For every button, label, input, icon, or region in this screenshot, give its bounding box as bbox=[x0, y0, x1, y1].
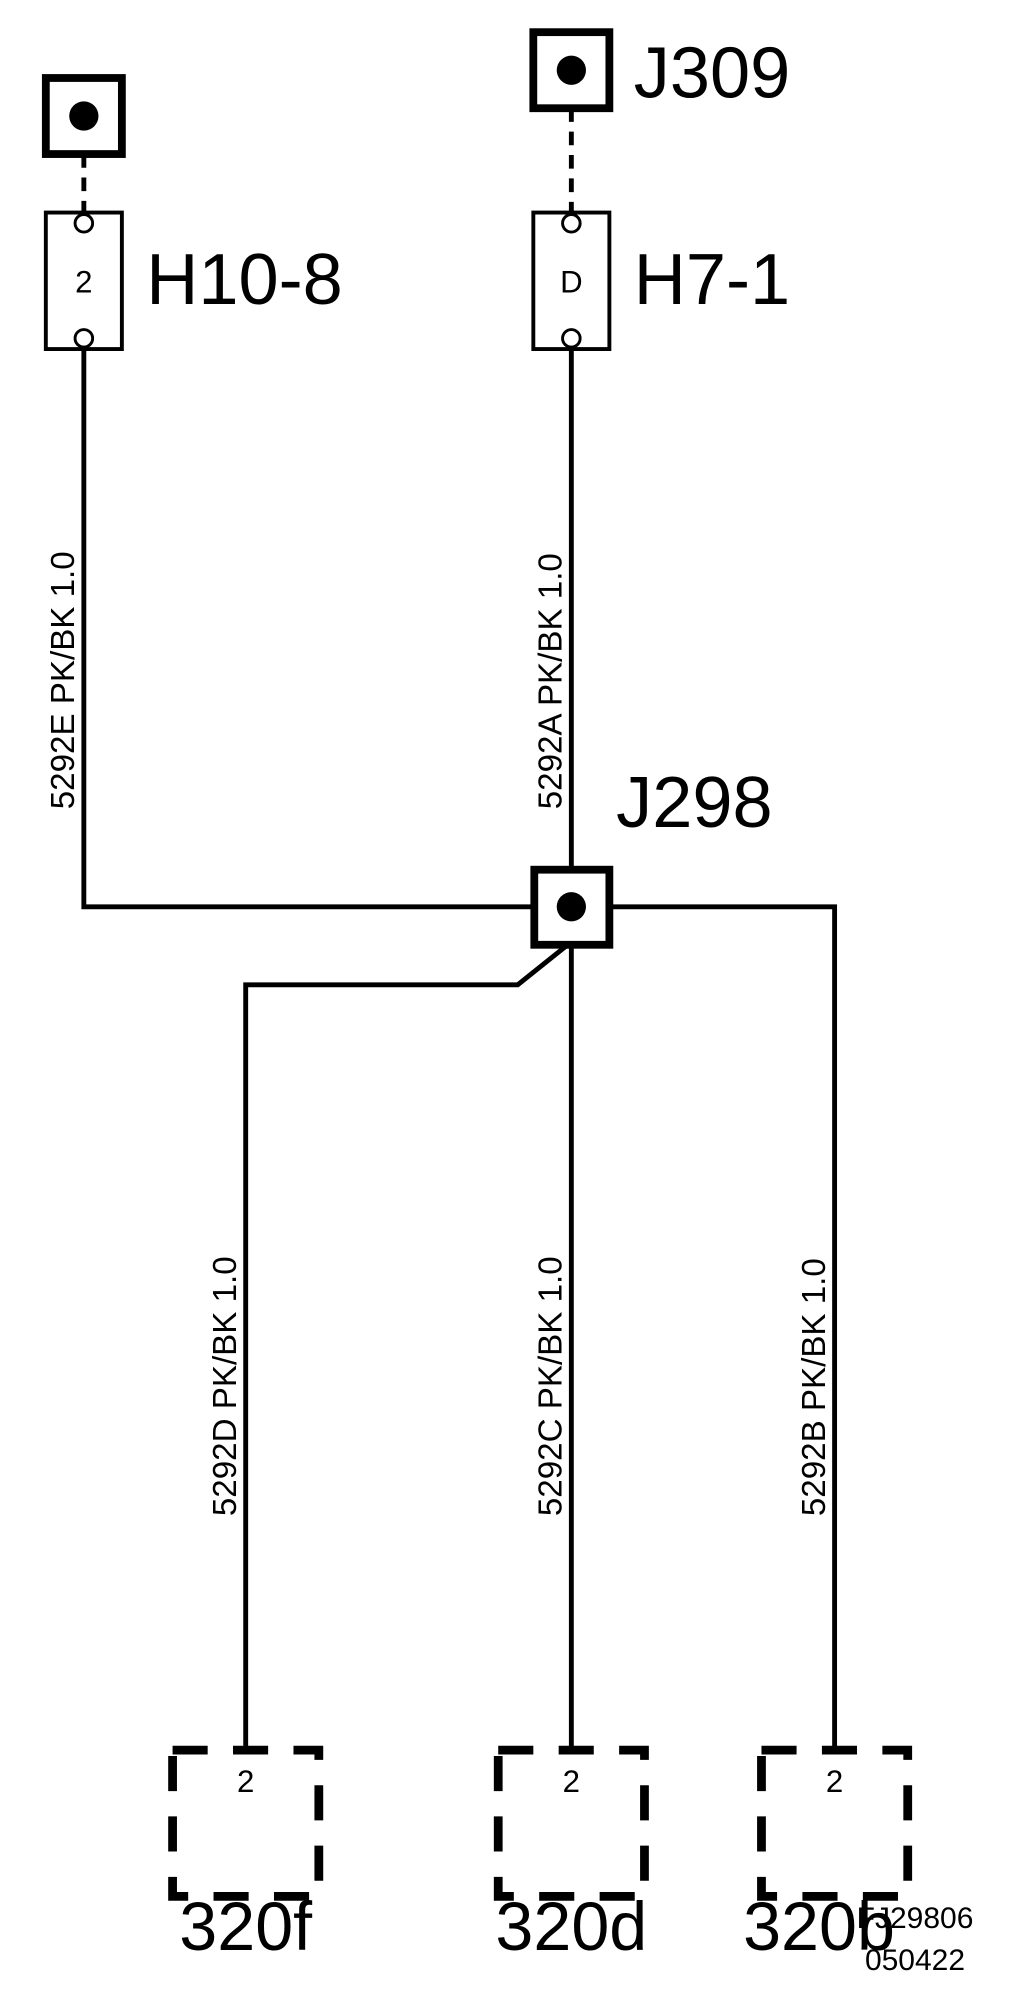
wire-5292e bbox=[81, 349, 535, 910]
connector-h10-8: 2 bbox=[43, 210, 124, 352]
connector-h7-pin: D bbox=[560, 265, 583, 300]
connector-h10-label: H10-8 bbox=[146, 240, 343, 320]
figure-id-code: FJ29806 bbox=[856, 1902, 974, 1935]
wire-label-5292a: 5292A PK/BK 1.0 bbox=[533, 553, 570, 809]
j309-label: J309 bbox=[634, 33, 790, 113]
component-320b: 2 bbox=[757, 1745, 913, 1901]
component-320d-pin: 2 bbox=[563, 1764, 580, 1799]
wire-label-5292d: 5292D PK/BK 1.0 bbox=[207, 1256, 244, 1516]
wire-5292d bbox=[243, 939, 573, 1751]
j298-splice bbox=[530, 865, 614, 949]
component-320f-pin: 2 bbox=[237, 1764, 254, 1799]
j298-label: J298 bbox=[616, 763, 772, 843]
wire-label-5292b: 5292B PK/BK 1.0 bbox=[796, 1258, 833, 1516]
left-top-splice bbox=[41, 74, 126, 158]
connector-h10-pin: 2 bbox=[75, 265, 92, 300]
component-320f: 2 bbox=[168, 1745, 324, 1901]
wiring-diagram: 2 H10-8 J309 D H7-1 J298 5292E PK/BK 1.0… bbox=[41, 28, 913, 1901]
component-320b-pin: 2 bbox=[826, 1764, 843, 1799]
j309-splice bbox=[529, 28, 614, 113]
wire-label-5292e: 5292E PK/BK 1.0 bbox=[45, 551, 82, 809]
wire-label-5292c: 5292C PK/BK 1.0 bbox=[533, 1256, 570, 1516]
wire-5292b bbox=[609, 904, 838, 1751]
date-code: 050422 bbox=[864, 1944, 966, 1977]
component-320d: 2 bbox=[493, 1745, 649, 1901]
connector-h7-label: H7-1 bbox=[634, 240, 790, 320]
connector-h7-1: D bbox=[531, 210, 612, 352]
